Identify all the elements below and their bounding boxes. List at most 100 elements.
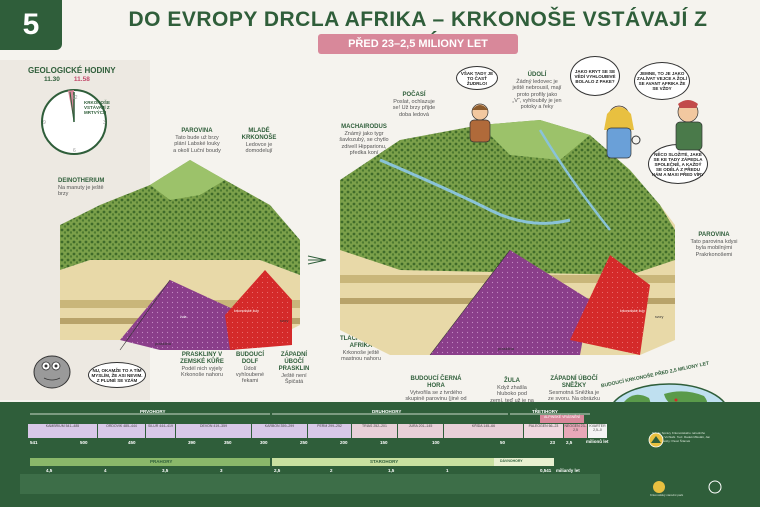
timeline-tick-bottom: 1,5 [388, 468, 395, 473]
left-parovina-title: PAROVINA [181, 128, 213, 134]
budouci-dolf-title: BUDOUCÍ DOLF [236, 352, 264, 365]
park-logo-icon [648, 432, 664, 448]
timeline-tick-top: 390 [188, 440, 196, 445]
mlade-krkonose-title: MLADÉ KRKONOŠE [241, 128, 277, 141]
timeline-bars [20, 413, 600, 494]
timeline-tick-top: 250 [300, 440, 308, 445]
footer-park-name: Krkonošský národní park [650, 493, 684, 497]
clock-num-12: 12 [72, 95, 78, 101]
timeline-period: ORDOVIK 485–444 [98, 424, 145, 438]
timeline-tick-bottom: 4 [104, 468, 107, 473]
timeline-tick-top: 2,5 [566, 440, 573, 445]
timeline-tick-top: 300 [260, 440, 268, 445]
timeline-period: KAMBRIUM 541–485 [28, 424, 97, 438]
timeline-tick-top: 500 [80, 440, 88, 445]
left-zapadni-label: ZÁPADNÍ ÚBOČÍ PRASKLIN Ještě není Špičat… [272, 352, 316, 385]
mlade-krkonose-text: Ledovce je domodelují [245, 141, 273, 155]
budouci-dolf-label: BUDOUCÍ DOLF Údolí vyhloubené řekami [232, 352, 268, 385]
right-parovina-label: PAROVINA Tato parovina kdysi byla mobiln… [688, 232, 740, 258]
udoli-label: ÚDOLÍ Žádný ledovec je ještě nebrousil, … [512, 72, 562, 110]
right-rock-label-2: svory [655, 315, 664, 319]
praskliny-label: PRASKLINY V ZEMSKÉ KŮŘE Podél nich vyjel… [176, 352, 228, 378]
timeline-period: SILUR 444–419 [146, 424, 175, 438]
budouci-dolf-text: Údolí vyhloubené řekami [235, 365, 265, 385]
left-zapadni-text: Ještě není Špičatá [281, 372, 307, 385]
mlade-krkonose-label: MLADÉ KRKONOŠE Ledovce je domodelují [238, 128, 280, 154]
kid-character [469, 103, 491, 143]
alpine-orogeny-highlight: ALPINSKÉ VRÁSNĚNÍ [540, 415, 584, 423]
timeline-period: JURA 201–145 [398, 424, 443, 438]
timeline-period: PALEOGEN 66–23 [524, 424, 563, 438]
era-druhohory: DRUHOHORY [372, 409, 402, 414]
page-subtitle: PŘED 23–2,5 MILIONY LET [318, 34, 518, 54]
timeline-tick-top: 23 [550, 440, 556, 445]
cerna-hora-title: BUDOUCÍ ČERNÁ HORA [410, 376, 462, 389]
clock-time-end: 11.58 [73, 76, 90, 83]
praskliny-text: Podél nich vyjely Krkonoše nahoru [181, 365, 223, 379]
praskliny-title: PRASKLINY V ZEMSKÉ KŮŘE [180, 352, 224, 365]
deinotherium-label: DEINOTHERIUM Na manuty je ještě brzy [58, 178, 114, 198]
geological-clock: 12 3 6 9 [41, 89, 107, 155]
era-tretihory: TŘETIHORY [532, 409, 558, 414]
zula-title: ŽULA [504, 378, 520, 384]
left-parovina-text: Tato bude už brzy plání Labské louky a o… [173, 134, 221, 154]
timeline-tick-top: 100 [432, 440, 440, 445]
pocasi-title: POČASÍ [402, 92, 426, 98]
timeline-tick-bottom: 2 [330, 468, 333, 473]
right-parovina-text: Tato parovina kdysi byla mobilnými Prakr… [690, 238, 738, 258]
eon-davnohory: DÁVNOHORY [500, 459, 523, 463]
timeline-period: TRIAS 252–201 [352, 424, 397, 438]
machairodus-title: MACHAIRODUS [341, 124, 387, 130]
timeline-tick-bottom: 3 [220, 468, 223, 473]
timeline-tick-top: 50 [500, 440, 506, 445]
left-rock-label-2: krkonošské žuly [234, 309, 259, 313]
right-terrain-diagram: prasklina krkonošské žuly svory [340, 120, 675, 356]
clock-title: GEOLOGICKÉ HODINY [28, 66, 116, 75]
timeline-period: NEOGEN 23–2,5 [564, 424, 587, 438]
push-africa-text: Krkonoše ještě mastnou nahoru [341, 349, 381, 363]
timeline-tick-bottom: 3,5 [162, 468, 169, 473]
girl-character [604, 105, 641, 159]
turtle-speech-bubble: NU, OKAMŽE TO A TÍM MYSLÍM, ŽE ASI NEVIM… [88, 362, 146, 388]
timeline-tick-top: 350 [224, 440, 232, 445]
geologic-timeline: PRVOHORY DRUHOHORY TŘETIHORY KAMBRIUM 54… [0, 402, 760, 507]
timeline-tick-bottom: 1 [446, 468, 449, 473]
left-terrain-diagram: prasklina žula krkonošské žuly svory [60, 160, 300, 351]
boy-speech-bubble: JEMNE, TO JE JAKO ZALÍVAT VEJCE A ŽOLÍ S… [634, 62, 690, 100]
clock-num-9: 9 [43, 120, 46, 126]
left-zapadni-title: ZÁPADNÍ ÚBOČÍ PRASKLIN [278, 352, 310, 372]
kid-speech-bubble: VŠAK TADY JE TO ČASŤ ŽUDRLO! [456, 66, 498, 90]
clock-note: KRKONOŠE VSTÁVAJÍ Z MRTVÝCH [84, 100, 111, 116]
timeline-top-unit: milionů let [586, 439, 609, 444]
clock-num-3: 3 [103, 120, 106, 126]
snezky-title: ZÁPADNÍ ÚBOČÍ SNĚŽKY [550, 376, 598, 389]
left-rock-label-1: žula [180, 315, 186, 319]
partner-logo-icon [708, 480, 722, 494]
timeline-tick-top: 541 [30, 440, 38, 445]
machairodus-text: Známý jako tygr šavlozubý, se chytlo zdi… [339, 130, 389, 156]
left-prasklina-label: prasklina [155, 341, 172, 346]
krnap-logo-icon [653, 481, 665, 493]
timeline-period: KARBON 359–299 [252, 424, 307, 438]
transition-arrow-icon [307, 255, 327, 265]
machairodus-label: MACHAIRODUS Známý jako tygr šavlozubý, s… [338, 124, 390, 156]
clock-times: 11.30 11.58 [44, 76, 90, 83]
timeline-tick-bottom: 4,5 [46, 468, 53, 473]
clock-time-start: 11.30 [44, 76, 60, 83]
right-rock-label-1: krkonošské žuly [620, 309, 645, 313]
deinotherium-text: Na manuty je ještě brzy [58, 184, 104, 198]
timeline-tick-top: 200 [340, 440, 348, 445]
timeline-period: DEVON 419–359 [176, 424, 251, 438]
timeline-period: KVARTÉR 2,5–0 [588, 424, 607, 438]
left-parovina-label: PAROVINA Tato bude už brzy plání Labské … [172, 128, 222, 154]
pocasi-text: Poslat, ochlazuje se! Už brzy přijde dob… [392, 98, 436, 118]
left-rock-label-3: svory [280, 319, 289, 323]
clock-num-6: 6 [73, 148, 76, 154]
pocasi-label: POČASÍ Poslat, ochlazuje se! Už brzy při… [392, 92, 436, 118]
udoli-text: Žádný ledovec je ještě nebrousil, mají p… [512, 78, 562, 111]
timeline-tick-top: 450 [128, 440, 136, 445]
header: 5 DO EVROPY DRCLA AFRIKA – KRKONOŠE VSTÁ… [0, 0, 760, 58]
turtle-character [33, 355, 71, 389]
footer-credits: Tabule Správy Krkonošského národního par… [652, 431, 711, 443]
eon-starohory: STAROHORY [370, 459, 399, 464]
